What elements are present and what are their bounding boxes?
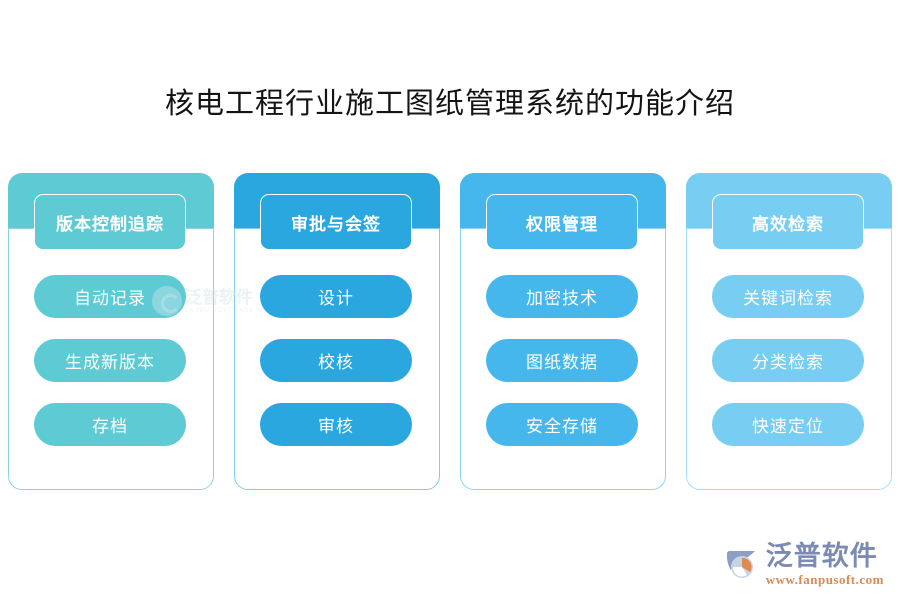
feature-card: 高效检索关键词检索分类检索快速定位 — [686, 173, 892, 491]
card-item-list: 关键词检索分类检索快速定位 — [712, 275, 864, 446]
brand-logo-url: www.fanpusoft.com — [765, 572, 884, 587]
fanpu-logo-icon — [721, 545, 761, 585]
card-header-pill[interactable]: 高效检索 — [712, 194, 864, 250]
card-item-pill[interactable]: 关键词检索 — [712, 275, 864, 318]
brand-logo: 泛普软件 www.fanpusoft.com — [721, 543, 884, 586]
card-item-pill[interactable]: 审核 — [260, 403, 412, 446]
page-title: 核电工程行业施工图纸管理系统的功能介绍 — [164, 88, 735, 120]
brand-logo-text: 泛普软件 www.fanpusoft.com — [765, 541, 884, 587]
card-item-list: 加密技术图纸数据安全存储 — [486, 275, 638, 446]
card-item-pill[interactable]: 校核 — [260, 339, 412, 382]
card-item-pill[interactable]: 分类检索 — [712, 339, 864, 382]
card-item-list: 设计校核审核 — [260, 275, 412, 446]
card-item-pill[interactable]: 生成新版本 — [34, 339, 186, 382]
card-item-pill[interactable]: 快速定位 — [712, 403, 864, 446]
card-header-pill[interactable]: 权限管理 — [486, 194, 638, 250]
feature-card-row: 版本控制追踪自动记录生成新版本存档审批与会签设计校核审核权限管理加密技术图纸数据… — [8, 173, 892, 493]
card-item-pill[interactable]: 自动记录 — [34, 275, 186, 318]
card-header-pill[interactable]: 审批与会签 — [260, 194, 412, 250]
brand-logo-cn: 泛普软件 — [765, 541, 878, 571]
feature-card: 权限管理加密技术图纸数据安全存储 — [460, 173, 666, 491]
feature-card: 版本控制追踪自动记录生成新版本存档 — [8, 173, 214, 491]
card-header-pill[interactable]: 版本控制追踪 — [34, 194, 186, 250]
card-item-pill[interactable]: 加密技术 — [486, 275, 638, 318]
card-item-pill[interactable]: 安全存储 — [486, 403, 638, 446]
card-item-pill[interactable]: 图纸数据 — [486, 339, 638, 382]
card-item-list: 自动记录生成新版本存档 — [34, 275, 186, 446]
feature-card: 审批与会签设计校核审核 — [234, 173, 440, 491]
card-item-pill[interactable]: 设计 — [260, 275, 412, 318]
card-item-pill[interactable]: 存档 — [34, 403, 186, 446]
